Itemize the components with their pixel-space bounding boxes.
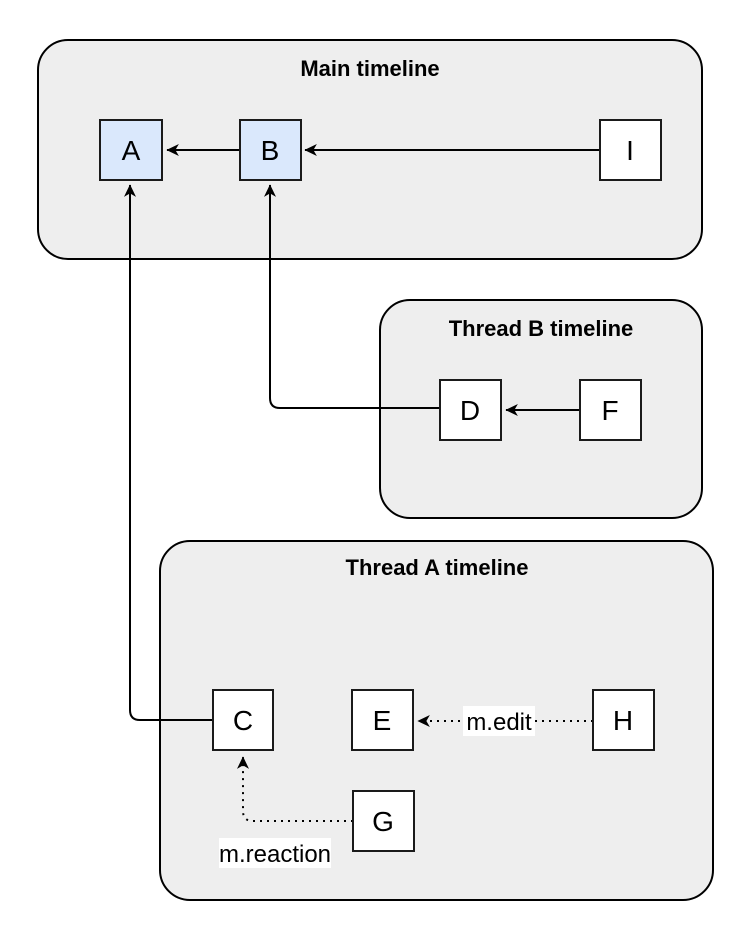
thread-a-timeline-title: Thread A timeline	[346, 555, 529, 580]
node-g-box	[352, 790, 415, 852]
node-b-label: B	[261, 135, 280, 166]
edge-label-m-reaction-text: m.reaction	[219, 841, 331, 868]
edge-label-m-reaction-background	[219, 838, 331, 868]
thread-b-timeline-title: Thread B timeline	[449, 316, 634, 341]
node-a-box	[99, 119, 163, 181]
node-c-box	[212, 689, 274, 751]
node-i-label: I	[626, 135, 634, 166]
main-timeline-title: Main timeline	[300, 56, 439, 81]
node-g-label: G	[372, 806, 394, 837]
node-h-box	[592, 689, 655, 751]
edge-label-m-reaction: m.reaction	[219, 838, 331, 868]
edge-label-m-edit-background	[463, 706, 535, 736]
node-d-box	[439, 379, 502, 441]
edge-c-to-a	[124, 184, 213, 721]
node-f-label: F	[601, 395, 618, 426]
node-c-label: C	[233, 705, 253, 736]
edge-d-to-b	[264, 184, 440, 409]
edge-label-m-edit: m.edit	[463, 706, 535, 736]
node-f-box	[579, 379, 642, 441]
node-e-label: E	[373, 705, 392, 736]
node-h-label: H	[613, 705, 633, 736]
node-e-box	[351, 689, 414, 751]
node-i-box	[599, 119, 662, 181]
node-a-label: A	[122, 135, 141, 166]
node-d-label: D	[460, 395, 480, 426]
edge-label-m-edit-text: m.edit	[466, 709, 532, 736]
node-b-box	[239, 119, 302, 181]
